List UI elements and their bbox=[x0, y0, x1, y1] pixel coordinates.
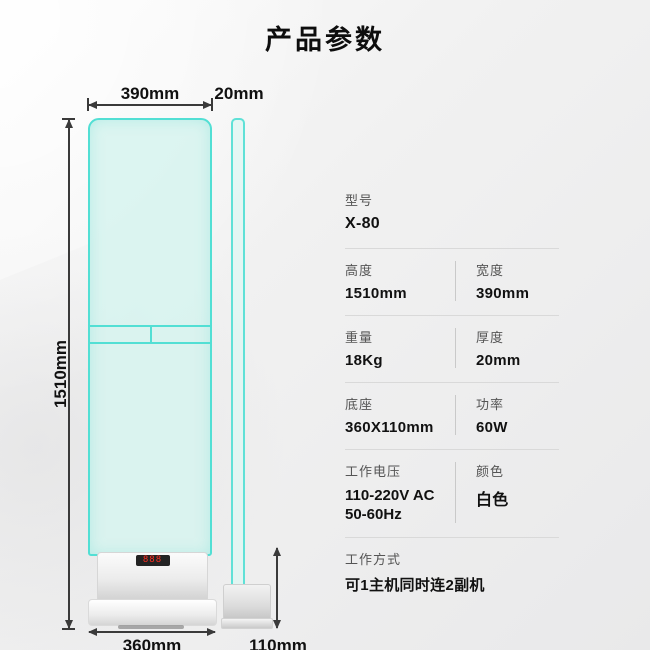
spec-value-line2: 50-60Hz bbox=[345, 506, 402, 523]
panel-divider-line bbox=[90, 342, 210, 344]
dim-height-line bbox=[65, 119, 73, 629]
dim-tick bbox=[62, 628, 75, 630]
base-side bbox=[223, 584, 271, 624]
spec-row-height-width: 高度 1510mm 宽度 390mm bbox=[345, 249, 559, 316]
spec-label: 厚度 bbox=[476, 330, 505, 345]
spec-label: 底座 bbox=[345, 397, 374, 412]
spec-label-model: 型号 bbox=[345, 193, 374, 208]
spec-cell-base: 底座 360X110mm bbox=[345, 394, 455, 436]
spec-cell-color: 颜色 白色 bbox=[456, 461, 559, 524]
spec-model: 型号 X-80 bbox=[345, 190, 559, 249]
spec-cell-height: 高度 1510mm bbox=[345, 260, 455, 302]
spec-value-line1: 110-220V AC bbox=[345, 487, 435, 504]
dim-thickness-label: 20mm bbox=[214, 84, 264, 103]
spec-row-voltage-color: 工作电压 110-220V AC 50-60Hz 颜色 白色 bbox=[345, 450, 559, 538]
spec-label: 工作电压 bbox=[345, 464, 402, 479]
dim-base-depth-line bbox=[273, 547, 281, 629]
dim-tick bbox=[211, 98, 213, 111]
dim-top-width-label: 390mm bbox=[120, 84, 180, 103]
gate-panel-front bbox=[88, 118, 212, 556]
spec-value: 20mm bbox=[476, 352, 521, 369]
spec-row-working-mode: 工作方式 可1主机同时连2副机 bbox=[345, 538, 559, 608]
spec-value: 可1主机同时连2副机 bbox=[345, 577, 485, 594]
spec-label: 重量 bbox=[345, 330, 374, 345]
spec-value-model: X-80 bbox=[345, 215, 380, 232]
base-front-plate bbox=[88, 599, 217, 626]
spec-value: 白色 bbox=[476, 492, 509, 509]
page-title: 产品参数 bbox=[265, 25, 385, 55]
spec-cell-power: 功率 60W bbox=[456, 394, 559, 436]
base-shadow bbox=[118, 625, 184, 629]
spec-label: 工作方式 bbox=[345, 552, 402, 567]
spec-cell-working-mode: 工作方式 可1主机同时连2副机 bbox=[345, 549, 485, 595]
spec-table: 型号 X-80 高度 1510mm 宽度 390mm 重量 18Kg 厚度 20… bbox=[345, 190, 559, 608]
dim-base-width-label: 360mm bbox=[122, 636, 182, 650]
spec-label: 颜色 bbox=[476, 464, 505, 479]
column-divider bbox=[455, 261, 456, 301]
spec-row-weight-thickness: 重量 18Kg 厚度 20mm bbox=[345, 316, 559, 383]
base-side-plate bbox=[221, 618, 273, 629]
spec-label: 功率 bbox=[476, 397, 505, 412]
panel-divider-tick bbox=[150, 325, 152, 342]
spec-row-base-power: 底座 360X110mm 功率 60W bbox=[345, 383, 559, 450]
column-divider bbox=[455, 462, 456, 523]
dim-tick bbox=[62, 118, 75, 120]
spec-cell-weight: 重量 18Kg bbox=[345, 327, 455, 369]
spec-cell-thickness: 厚度 20mm bbox=[456, 327, 559, 369]
dim-height-label: 1510mm bbox=[51, 339, 70, 409]
spec-value: 18Kg bbox=[345, 352, 383, 369]
base-front: 888 bbox=[97, 552, 208, 601]
column-divider bbox=[455, 395, 456, 435]
spec-value: 390mm bbox=[476, 285, 530, 302]
dim-base-depth-label: 110mm bbox=[249, 636, 307, 650]
gate-panel-side bbox=[231, 118, 245, 592]
spec-label: 宽度 bbox=[476, 263, 505, 278]
spec-label: 高度 bbox=[345, 263, 374, 278]
dim-base-width-line bbox=[88, 628, 216, 636]
spec-cell-width: 宽度 390mm bbox=[456, 260, 559, 302]
column-divider bbox=[455, 328, 456, 368]
spec-value: 1510mm bbox=[345, 285, 407, 302]
spec-cell-voltage: 工作电压 110-220V AC 50-60Hz bbox=[345, 461, 455, 524]
dim-tick bbox=[87, 98, 89, 111]
spec-value: 360X110mm bbox=[345, 419, 434, 436]
led-display: 888 bbox=[135, 555, 170, 566]
dim-top-width-line bbox=[88, 101, 212, 109]
spec-value: 60W bbox=[476, 419, 508, 436]
